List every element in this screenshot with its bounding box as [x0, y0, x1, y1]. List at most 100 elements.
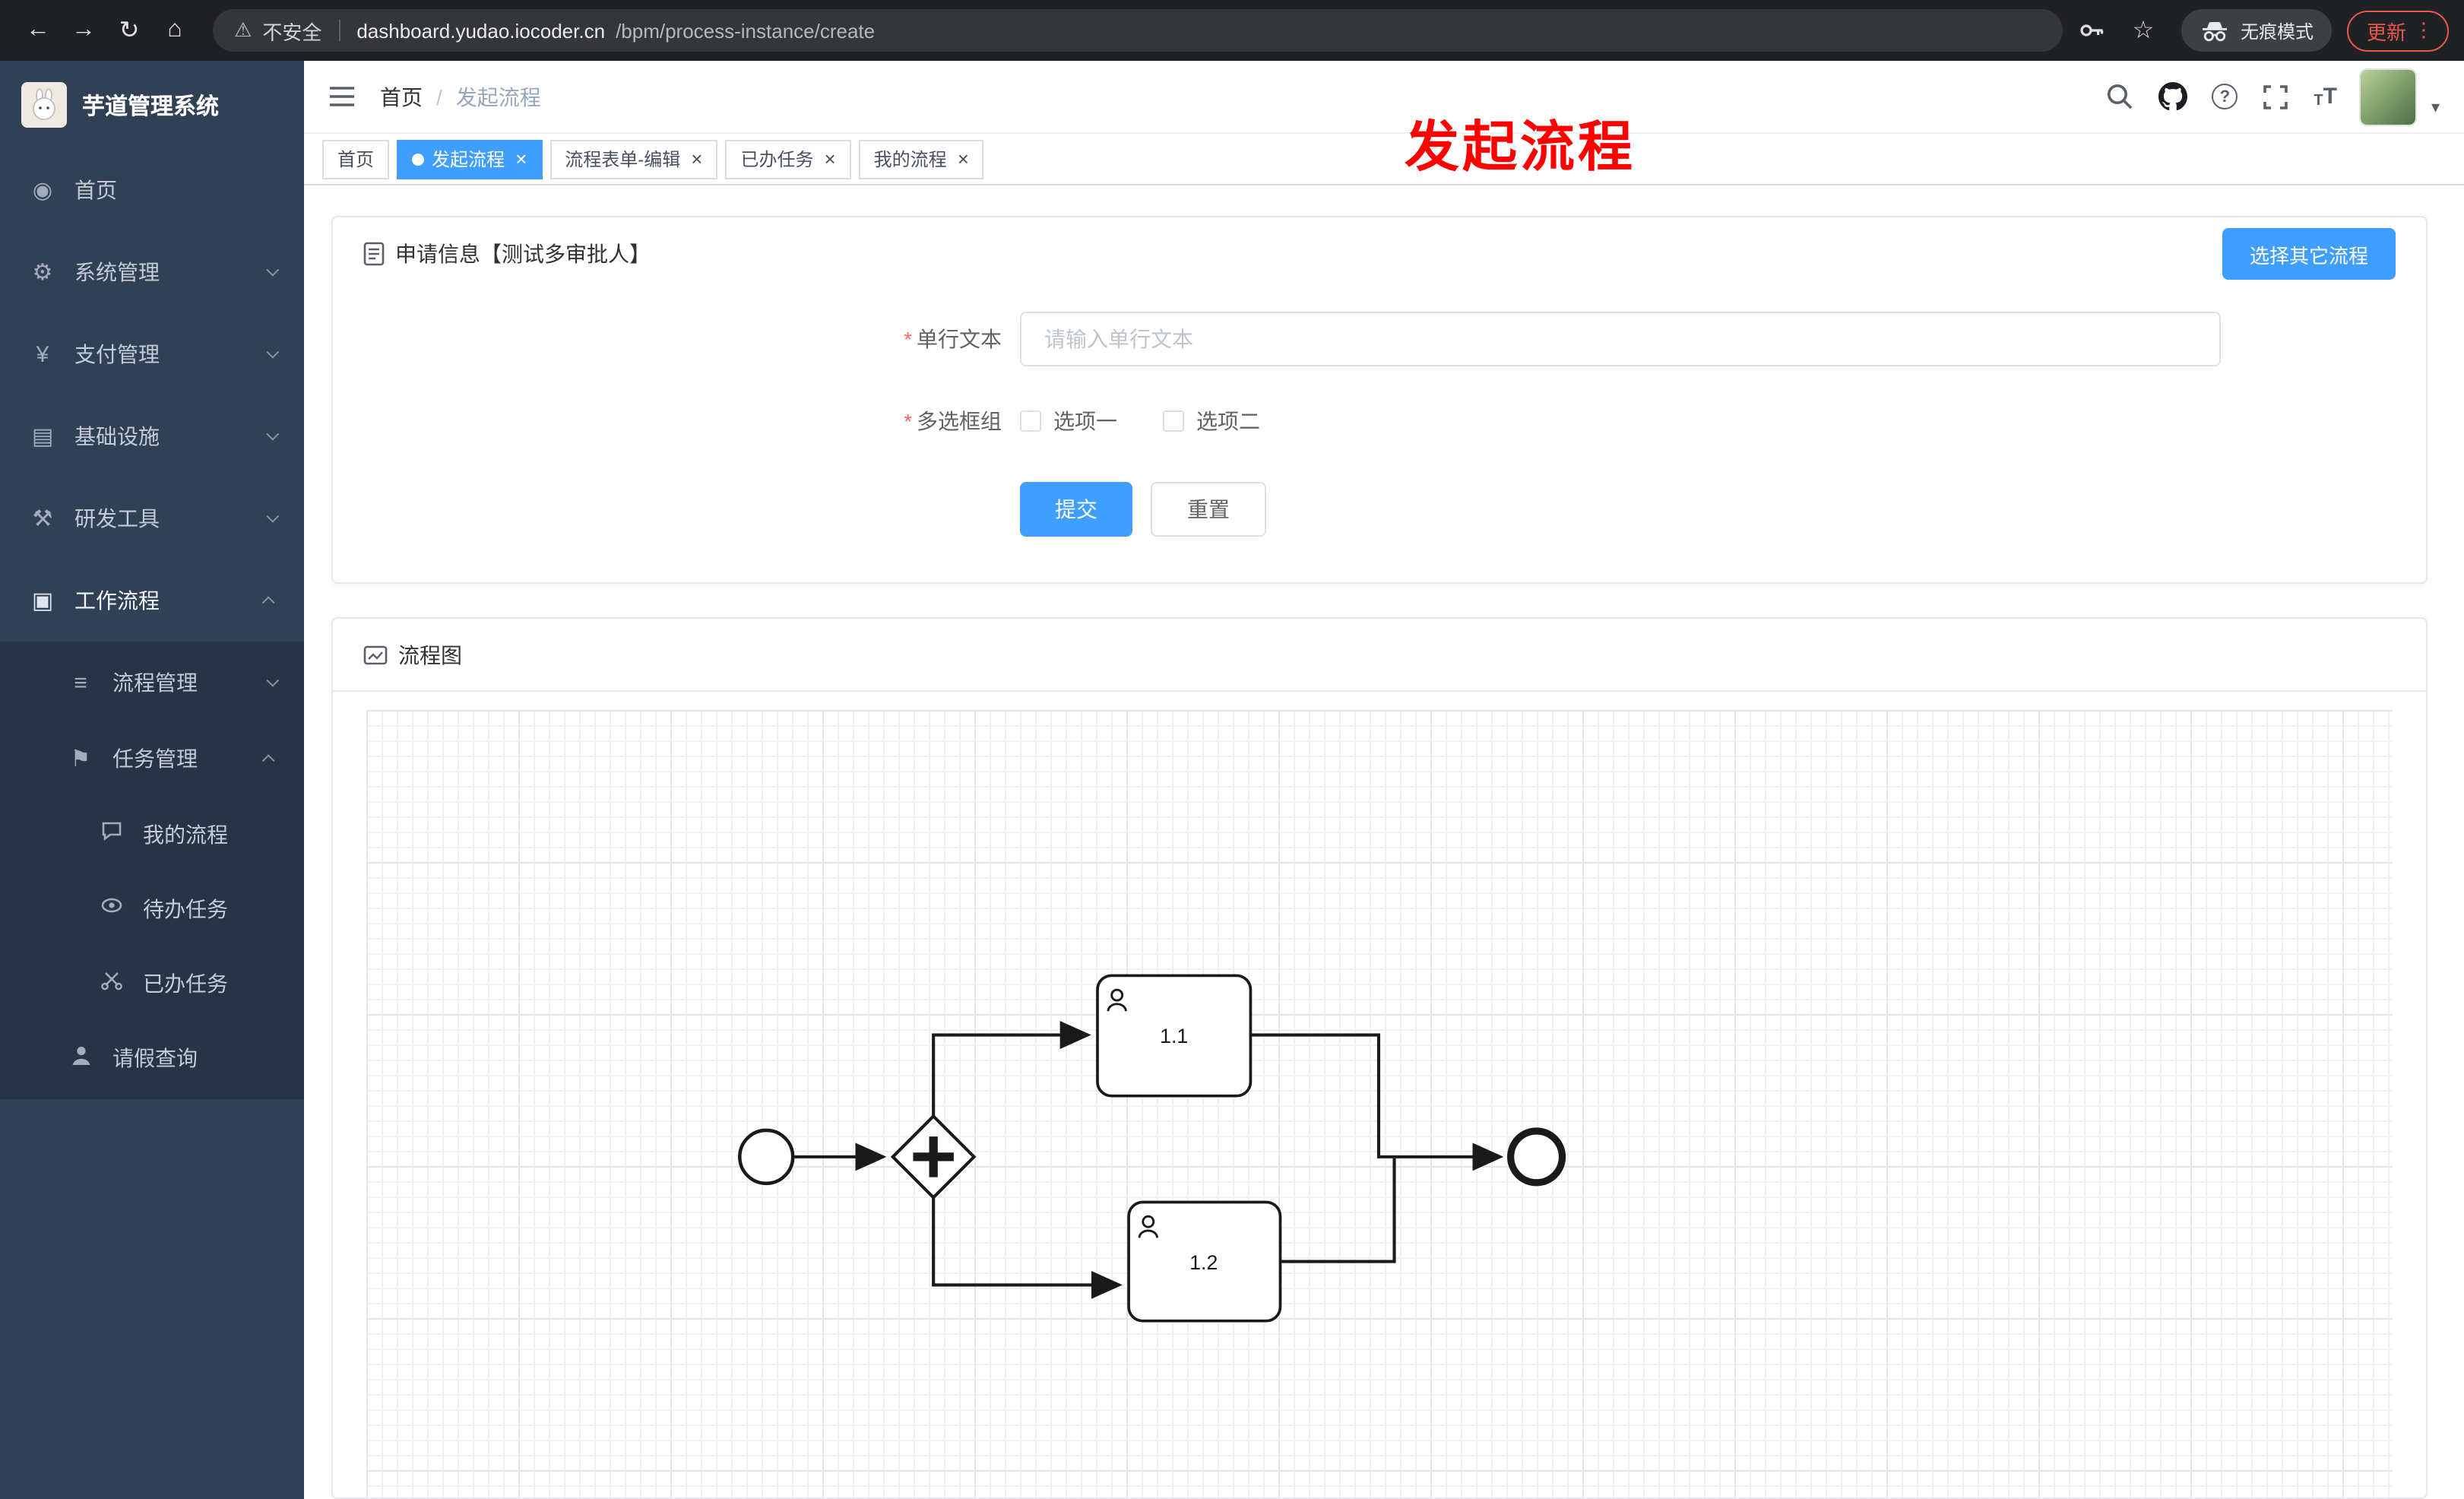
github-icon[interactable]: [2158, 82, 2188, 111]
tab-my-processes[interactable]: 我的流程 ×: [858, 139, 984, 179]
tools-icon: ⚒: [32, 506, 53, 532]
chrome-update-button[interactable]: 更新 ⋮: [2346, 10, 2449, 51]
chevron-down-icon: [266, 673, 280, 687]
font-size-small-t: T: [2314, 93, 2323, 109]
breadcrumb: 首页 / 发起流程: [380, 81, 541, 112]
start-event-node: [738, 1128, 795, 1186]
sidebar-item-pending-tasks[interactable]: 待办任务: [0, 871, 304, 946]
parallel-gateway-node: [890, 1114, 977, 1200]
task2-label: 1.2: [1189, 1251, 1218, 1274]
checkbox-group-label: *多选框组: [904, 409, 1002, 433]
url-bar[interactable]: ⚠ 不安全 dashboard.yudao.iocoder.cn /bpm/pr…: [213, 9, 2063, 52]
checkbox-group-row: *多选框组 选项一 选项二: [835, 406, 2426, 436]
tab-process-form-edit[interactable]: 流程表单-编辑 ×: [549, 139, 718, 179]
font-size-big-t: T: [2323, 84, 2337, 109]
sidebar-item-home[interactable]: ◉ 首页: [0, 149, 304, 231]
form-actions-row: 提交 重置: [1020, 482, 2426, 537]
page-content: 申请信息【测试多审批人】 选择其它流程 *单行文本 *多选框组 选项一: [304, 185, 2464, 1499]
tab-home[interactable]: 首页: [322, 139, 390, 179]
bookmark-star-icon[interactable]: ☆: [2132, 18, 2155, 44]
sidebar-item-infrastructure[interactable]: ▤ 基础设施: [0, 395, 304, 477]
submit-button[interactable]: 提交: [1020, 482, 1132, 537]
flow-task2-to-end: [1280, 1158, 1396, 1263]
avatar-dropdown-caret-icon[interactable]: ▾: [2431, 99, 2440, 117]
text-field-row: *单行文本: [835, 312, 2426, 366]
forward-icon[interactable]: →: [71, 17, 96, 43]
user-task-node-2: 1.2: [1127, 1200, 1282, 1323]
user-task-node-1: 1.1: [1096, 974, 1253, 1098]
sidebar-item-task-management[interactable]: ⚑ 任务管理: [0, 721, 304, 797]
back-icon[interactable]: ←: [26, 17, 50, 43]
checkbox-option-label: 选项二: [1196, 409, 1260, 433]
tab-label: 首页: [337, 149, 375, 170]
close-icon[interactable]: ×: [515, 147, 527, 170]
sidebar-item-done-tasks[interactable]: 已办任务: [0, 946, 304, 1020]
logo[interactable]: 芋道管理系统: [0, 61, 304, 149]
list-icon: ≡: [74, 670, 87, 696]
flow-diagram-card-header: 流程图: [333, 619, 2426, 692]
not-secure-label: 不安全: [262, 21, 322, 43]
close-icon[interactable]: ×: [691, 147, 703, 170]
chevron-down-icon: [266, 427, 280, 441]
help-icon[interactable]: ?: [2212, 84, 2238, 109]
briefcase-icon: ▣: [31, 588, 54, 614]
fullscreen-icon[interactable]: [2262, 83, 2289, 110]
single-line-text-input[interactable]: [1020, 312, 2221, 366]
checkbox-option-2[interactable]: 选项二: [1163, 406, 1260, 436]
required-mark: *: [904, 409, 912, 433]
browser-menu-dots-icon[interactable]: ⋮: [2414, 18, 2434, 41]
sidebar-item-my-processes[interactable]: 我的流程: [0, 797, 304, 871]
bpmn-canvas[interactable]: 1.1 1.2: [366, 710, 2393, 1497]
incognito-badge: 无痕模式: [2181, 9, 2332, 52]
workflow-submenu: ≡ 流程管理 ⚑ 任务管理 我的流程: [0, 642, 304, 1099]
sidebar-item-label: 任务管理: [112, 746, 198, 771]
flow-gateway-to-task2: [932, 1196, 1123, 1299]
tab-label: 已办任务: [740, 149, 814, 170]
not-secure-warning-icon: ⚠: [234, 18, 252, 41]
application-info-card: 申请信息【测试多审批人】 选择其它流程 *单行文本 *多选框组 选项一: [331, 216, 2428, 584]
url-path: /bpm/process-instance/create: [616, 19, 876, 42]
sidebar-item-workflow[interactable]: ▣ 工作流程: [0, 559, 304, 642]
sidebar-item-process-management[interactable]: ≡ 流程管理: [0, 645, 304, 721]
scissors-icon: [97, 968, 125, 997]
sidebar-item-dev-tools[interactable]: ⚒ 研发工具: [0, 477, 304, 559]
bpmn-diagram: 1.1 1.2: [738, 974, 1566, 1323]
sidebar-item-payment-management[interactable]: ¥ 支付管理: [0, 313, 304, 395]
sidebar-item-label: 首页: [74, 178, 117, 202]
close-icon[interactable]: ×: [824, 147, 836, 170]
password-key-icon[interactable]: [2078, 17, 2105, 44]
tab-initiate-process[interactable]: 发起流程 ×: [397, 139, 543, 179]
application-info-card-header: 申请信息【测试多审批人】 选择其它流程: [333, 217, 2426, 290]
search-icon[interactable]: [2105, 82, 2134, 111]
reset-button[interactable]: 重置: [1151, 482, 1266, 537]
close-icon[interactable]: ×: [957, 147, 969, 170]
tab-done-tasks[interactable]: 已办任务 ×: [725, 139, 851, 179]
incognito-label: 无痕模式: [2240, 21, 2314, 42]
user-avatar[interactable]: [2359, 68, 2418, 125]
reload-icon[interactable]: ↻: [119, 18, 140, 44]
checkbox-option-1[interactable]: 选项一: [1020, 406, 1117, 436]
tab-label: 发起流程: [432, 149, 505, 170]
select-other-process-button[interactable]: 选择其它流程: [2222, 228, 2396, 280]
chat-bubble-icon: [97, 819, 125, 848]
home-icon[interactable]: ⌂: [167, 17, 182, 43]
collapse-sidebar-icon[interactable]: [328, 85, 356, 108]
sidebar-item-label: 研发工具: [74, 506, 160, 531]
breadcrumb-home-link[interactable]: 首页: [380, 84, 423, 109]
chevron-down-icon: [266, 263, 280, 277]
document-icon: [363, 242, 385, 266]
sidebar-item-leave-query[interactable]: 请假查询: [0, 1020, 304, 1096]
sidebar-item-system-management[interactable]: ⚙ 系统管理: [0, 231, 304, 313]
yen-icon: ¥: [36, 341, 49, 367]
required-mark: *: [904, 327, 912, 351]
red-annotation-text: 发起流程: [1405, 116, 1636, 178]
breadcrumb-current: 发起流程: [455, 84, 541, 109]
incognito-icon: [2202, 21, 2227, 41]
checkbox-icon[interactable]: [1020, 410, 1041, 432]
end-event-node: [1507, 1127, 1566, 1187]
font-size-icon[interactable]: T T: [2314, 84, 2337, 109]
checkbox-icon[interactable]: [1163, 410, 1184, 432]
tags-view-bar: 首页 发起流程 × 流程表单-编辑 × 已办任务 × 我的流程 ×: [304, 134, 2464, 185]
sidebar-item-label: 已办任务: [143, 971, 228, 995]
